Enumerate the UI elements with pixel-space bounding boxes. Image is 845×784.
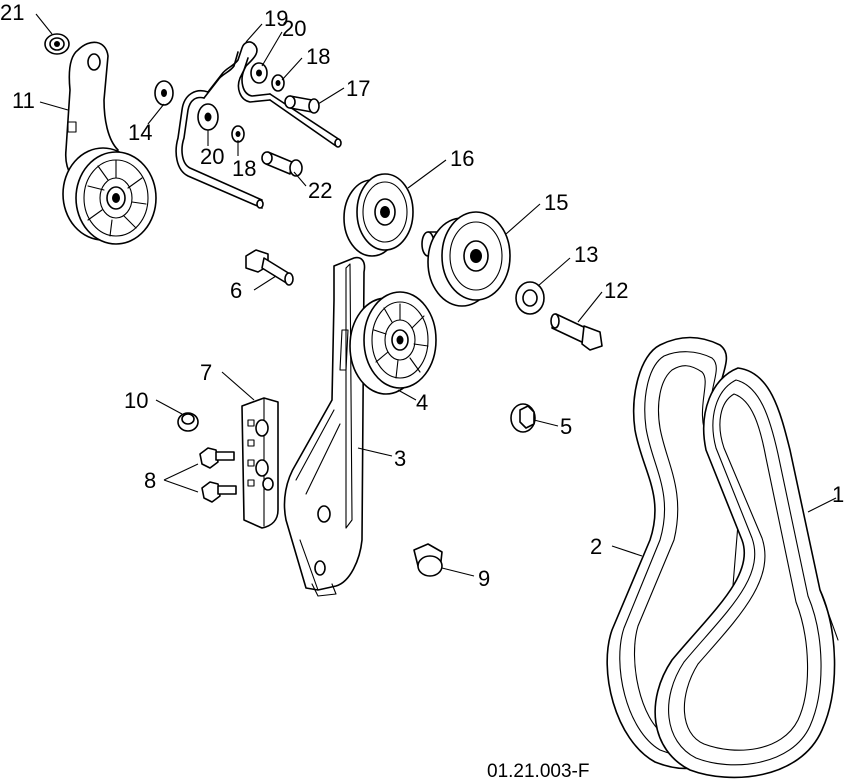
callout-20-lower: 20 [200,144,225,169]
nut-part-5 [510,403,536,433]
callout-18-upper: 18 [306,44,331,69]
callout-2: 2 [590,534,603,559]
callout-20-upper: 20 [282,16,307,41]
callout-13: 13 [574,242,599,267]
callout-11: 11 [12,88,35,113]
bolt-part-12 [550,313,603,351]
lock-washer-part-18-lower [231,125,245,143]
pulley-part-15 [421,211,511,307]
washer-part-20-upper [250,62,268,84]
callout-leaders [35,13,837,577]
callout-4: 4 [416,390,429,415]
callout-8: 8 [144,468,157,493]
pulley-part-16 [343,173,414,257]
nut-part-10 [177,412,199,432]
washer-part-20-lower [197,103,219,131]
washer-part-21 [44,33,70,55]
callout-7: 7 [200,360,213,385]
callout-15: 15 [544,190,569,215]
callout-1: 1 [832,482,845,507]
pulley-part-4 [349,291,437,395]
callout-18-lower: 18 [232,156,257,181]
callout-17: 17 [346,76,371,101]
callout-9: 9 [478,566,491,591]
bracket-part-3 [283,256,366,597]
callout-22: 22 [308,178,333,203]
callout-16: 16 [450,146,475,171]
pin-part-22 [261,151,303,177]
washer-part-14 [154,80,174,106]
screws-part-8 [199,447,237,503]
belt-part-1 [654,367,839,779]
figure-code: 01.21.003-F [487,761,590,782]
callout-3: 3 [394,446,407,471]
bolt-part-6 [245,249,294,286]
callout-6: 6 [230,278,243,303]
callout-5: 5 [560,414,573,439]
callout-21: 21 [0,0,25,25]
callout-10: 10 [124,388,149,413]
rod-part-19 [175,41,342,209]
lock-washer-part-18-upper [271,74,285,92]
callout-19: 19 [264,6,289,31]
idler-arm-part-11 [62,41,157,245]
plate-part-7 [241,397,279,529]
callout-14: 14 [128,120,153,145]
bolt-part-9 [413,543,443,577]
spacer-part-13 [515,281,545,315]
callout-12: 12 [604,278,629,303]
pin-part-17 [284,95,320,114]
